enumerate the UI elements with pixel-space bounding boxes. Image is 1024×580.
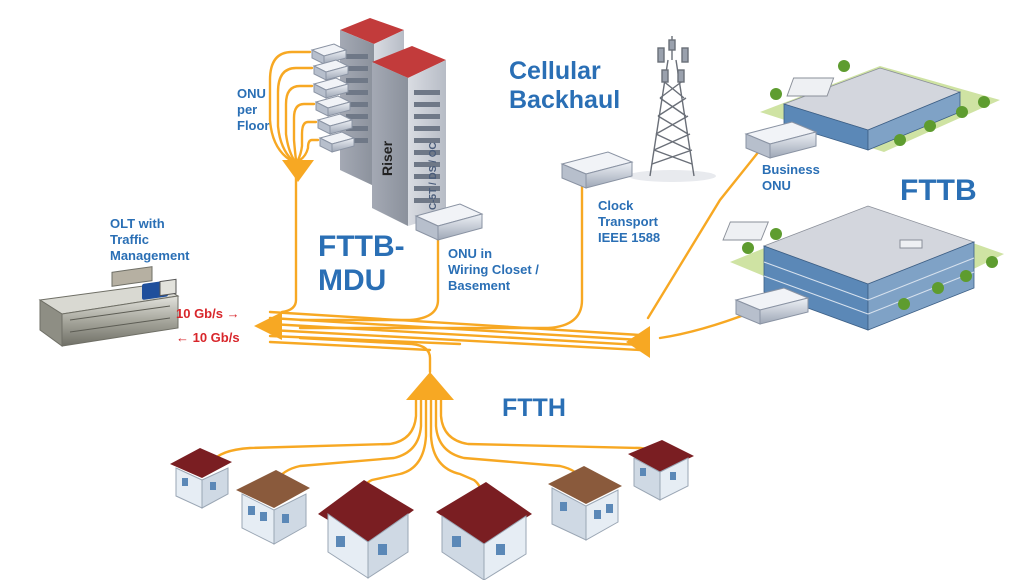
fiber-clock [298,174,584,330]
mdu-back-windows [346,54,368,143]
fiber-floor-4 [292,102,316,162]
rate-up-label: ← 10 Gb/s [176,330,240,345]
fiber-trunk-1 [268,310,642,337]
clock-transport-label: Clock Transport IEEE 1588 [598,198,661,245]
splitter-fttb-arrow [626,326,650,358]
cellular-backhaul-label: Cellular Backhaul [509,57,621,114]
olt-label: OLT with Traffic Management [110,216,190,263]
house-2 [236,470,310,545]
rate-down-label: 10 Gb/s → [176,306,240,321]
antenna-panels [657,39,689,83]
business-onu [744,121,818,159]
house-6 [628,440,694,501]
fiber-floor-6 [298,138,320,162]
business-building-top [760,60,1000,152]
fiber-house-1 [210,398,418,464]
house-3 [318,480,414,579]
splitters [254,160,650,400]
olt-arrow [254,312,282,340]
fiber-mdu-drop [280,170,298,314]
house-4 [436,482,532,580]
fiber-house-4 [429,398,484,500]
closet-onu [414,203,484,241]
business-building-bottom [722,205,1004,331]
fttb-mdu-label: FTTB- MDU [318,230,405,297]
floor-onus [310,43,356,153]
trees-bottom [742,228,998,310]
fttb-label: FTTB [900,174,977,207]
fiber-floor-2 [276,66,314,162]
fiber-business [646,138,770,320]
olt-module [38,266,180,347]
mdu-towers: Riser C-5T / DS / OC [340,18,446,226]
business-onu-label: Business ONU [762,162,820,193]
fiber-trunk-6 [268,340,432,352]
onu-closet-label: ONU in Wiring Closet / Basement [448,246,539,293]
splitter-ftth-arrow [406,372,454,400]
fiber-floor-5 [296,120,318,162]
ftth-label: FTTH [502,394,566,422]
fiber-floor-1 [268,50,312,162]
riser-side-label: C-5T / DS / OC [428,142,439,210]
trees-top [770,60,990,146]
fiber-trunk-4 [268,328,642,352]
fiber-fttb-lower [658,310,754,340]
house-1 [170,448,232,509]
onu-per-floor-label: ONU per Floor [237,86,270,133]
splitter-floor-arrow [282,160,314,182]
riser-label: Riser [379,140,395,176]
house-5 [548,466,622,541]
clock-onu [560,151,634,189]
fttb-onu [734,287,810,325]
fiber-floor-3 [284,84,314,162]
fiber-ftth-up [298,336,432,374]
fiber-closet [298,230,440,322]
cell-tower [628,36,716,182]
mdu-front-windows [414,90,440,203]
